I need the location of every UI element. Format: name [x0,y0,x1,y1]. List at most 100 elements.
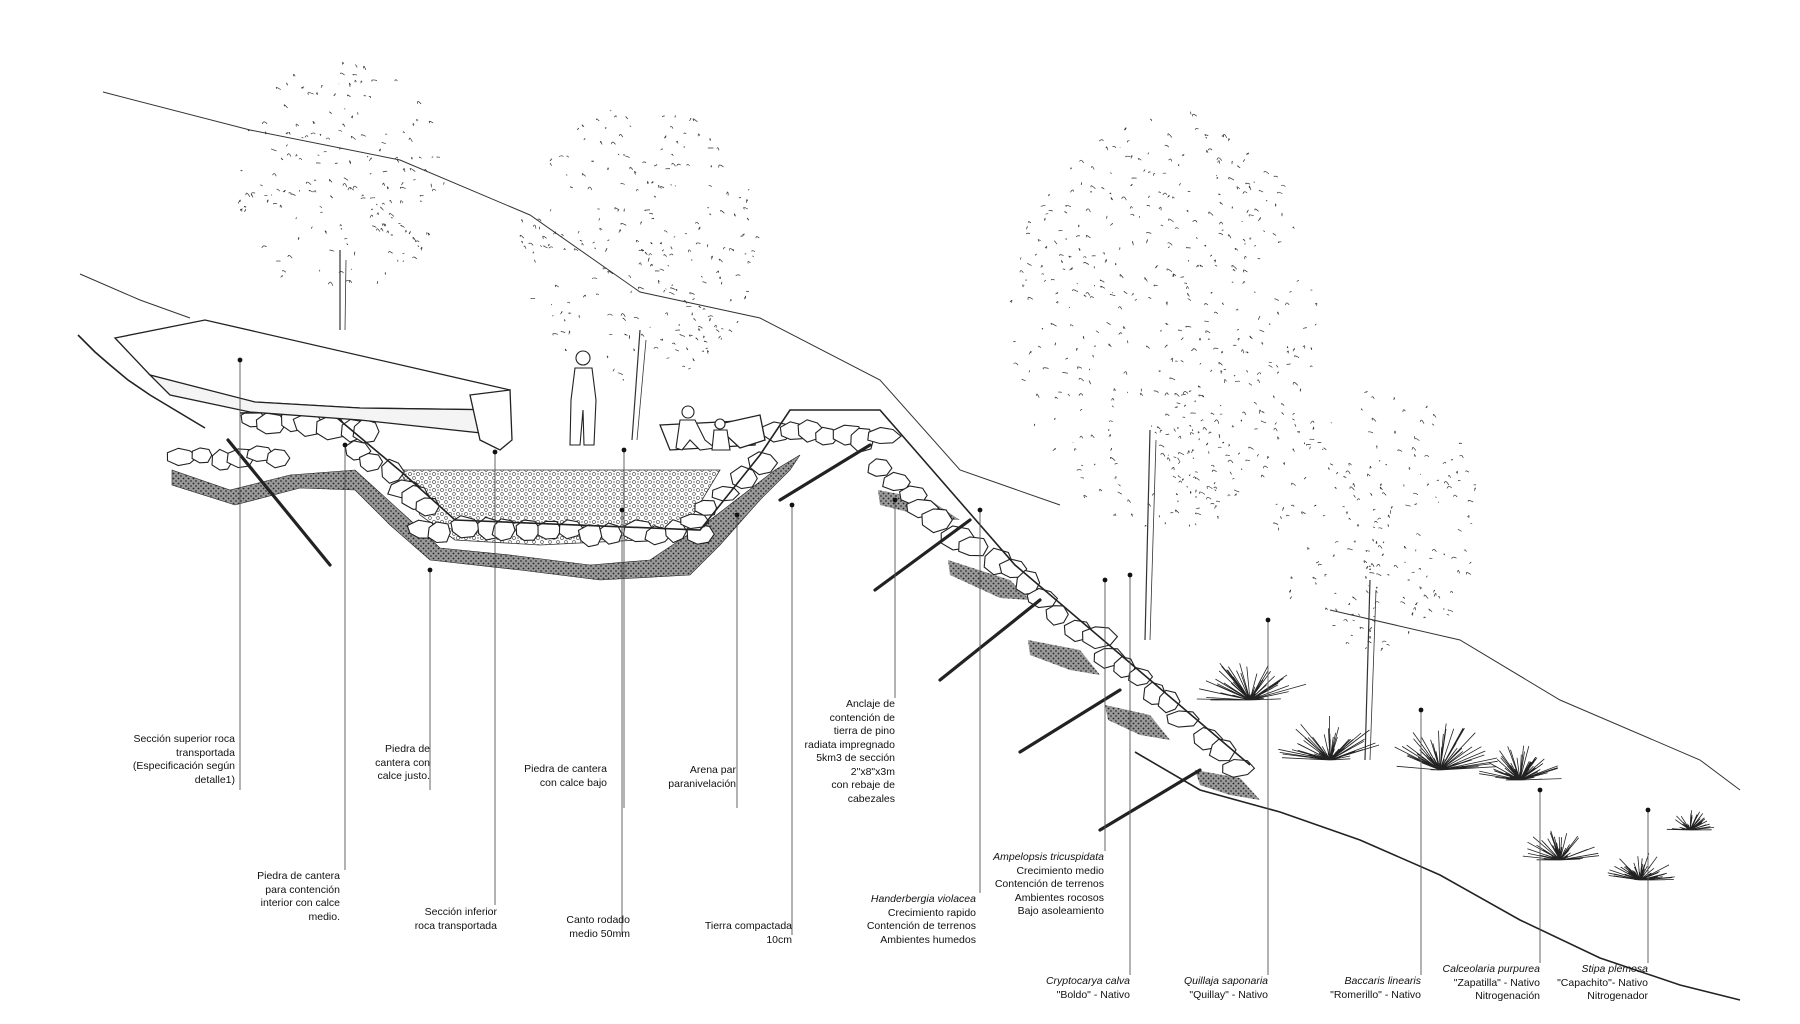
wall-outline [239,409,1251,766]
stake [778,443,872,502]
label-line: Anclaje de [845,698,895,710]
species-line: Crecimiento medio [1016,864,1104,877]
stone [191,447,213,464]
label-line: transportada [176,746,235,759]
tree-trunk [631,329,641,441]
human-figures [569,350,731,451]
label-line: Piedra de cantera [524,763,607,775]
stone [1045,605,1069,626]
leader-dot [1127,572,1133,578]
stone [921,508,953,534]
shrub [1394,723,1498,771]
species-line: Bajo asoleamiento [1017,905,1104,917]
label-line: para contención [265,883,340,896]
label-line: con rebaje de [831,779,895,791]
leader-dot [492,449,498,455]
stone [958,536,989,557]
shrub [1479,745,1562,781]
label-line: Canto rodado [566,914,630,926]
leader-dot [1418,707,1424,713]
stone [1208,738,1237,762]
species-line: "Boldo" - Nativo [1056,988,1130,1001]
stone [537,520,562,540]
label-line: detalle1) [194,773,235,786]
stake [226,438,332,567]
label-line: con calce bajo [539,776,607,789]
label-line: (Especificación según [132,760,235,772]
stone [415,497,440,517]
label-line: cantera con [375,756,430,769]
label-line: Sección inferior [424,906,497,918]
label-line: contención de [829,711,895,724]
background-slope-lines [79,91,1741,791]
leader-dot [789,502,795,508]
label-line: Tierra compactada [704,920,792,932]
leader-dot [342,442,348,448]
species-line: Contención de terrenos [866,920,976,932]
species-line: Nitrogenación [1475,990,1540,1002]
species-name: Calceolaria purpurea [1442,963,1540,975]
tree [519,109,760,441]
leader-dot [1645,807,1651,813]
species-line: "Romerillo" - Nativo [1330,988,1421,1001]
stake [873,518,972,592]
label-line: Piedra de cantera [257,870,340,882]
tree-canopy-scribble [1273,391,1477,652]
stone [867,426,902,445]
tree-canopy-scribble [1009,111,1318,527]
stone [515,519,542,541]
species-name: Baccaris linearis [1344,975,1421,987]
tree-trunk [1149,439,1157,641]
leader-dot [237,357,243,363]
label-line: paranivelación [668,777,736,790]
label-line: 10cm [766,933,792,946]
leader-dot [619,507,625,513]
label-line: tierra de pino [833,725,895,737]
tree-trunk [344,259,347,331]
species-line: Contención de terrenos [994,878,1104,890]
tree [1273,391,1477,761]
tree-trunk [1144,429,1151,641]
label-line: medio. [308,910,340,923]
shrub [1196,663,1307,701]
leader-dot [892,497,898,503]
stone [265,448,291,469]
label-line: Sección superior roca [133,733,235,745]
leader-dot [427,567,433,573]
stone [427,521,451,544]
label-line: 2"x8"x3m [850,765,895,778]
shrub [1278,715,1380,761]
label-line: Piedra de [385,743,430,755]
shrub [1522,830,1600,861]
species-name: Stipa plemosa [1581,963,1648,975]
species-name: Quillaja saponaria [1183,975,1268,987]
label-leaders [237,357,1651,975]
tree-canopies [237,61,1477,761]
species-name: Ampelopsis tricuspidata [993,851,1104,863]
species-line: "Capachito"- Nativo [1557,976,1648,989]
species-line: Nitrogenador [1587,990,1648,1002]
species-name: Cryptocarya calva [1045,975,1130,987]
stake [1018,688,1122,754]
shrub [1666,810,1715,831]
label-calceolaria: Calceolaria purpurea"Zapatilla" - Nativo… [1420,963,1540,1004]
label-cryptocarya: Cryptocarya calva"Boldo" - Nativo [1010,975,1130,1002]
stone [1166,710,1200,728]
stone [166,447,199,467]
leader-dot [1537,787,1543,793]
stone [381,458,405,484]
leader-dot [1265,617,1271,623]
tree-trunk [1369,589,1377,761]
label-line: cabezales [847,792,895,805]
tree-canopy-scribble [237,61,445,286]
stake [938,598,1042,682]
tree [1009,111,1318,641]
